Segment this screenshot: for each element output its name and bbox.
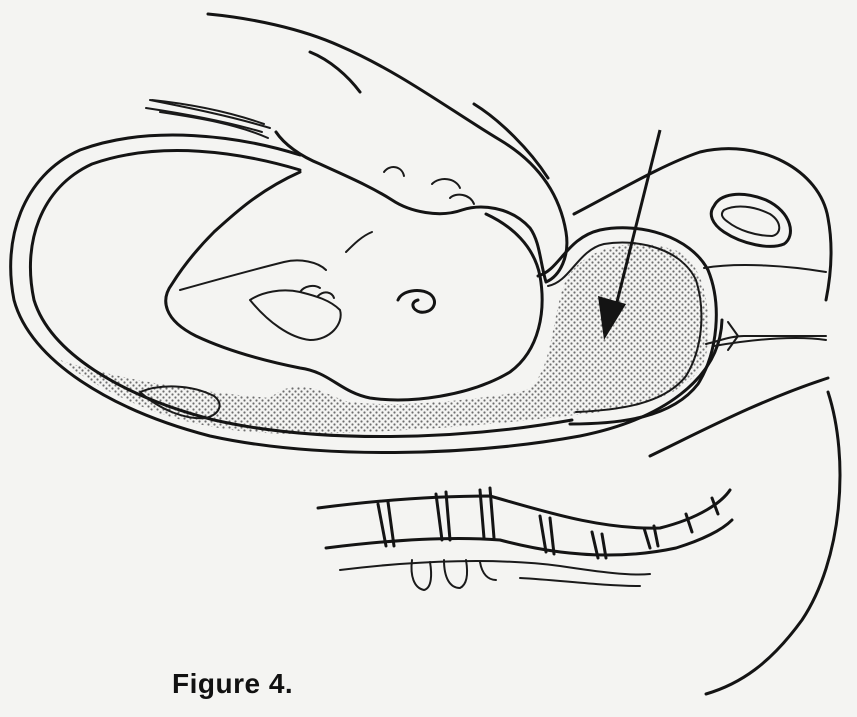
fetus-hand: [250, 290, 341, 340]
spine-bottom-line: [340, 561, 650, 574]
pubic-bone: [711, 194, 790, 246]
examiner-thumb: [310, 52, 548, 178]
spinous-processes: [412, 560, 497, 590]
pelvic-floor-line: [704, 265, 826, 346]
examiner-knuckle: [384, 167, 474, 204]
fetus-back: [346, 232, 372, 252]
figure-caption: Figure 4.: [172, 668, 293, 700]
examiner-hand: [208, 14, 567, 282]
perineum-curve: [706, 392, 840, 694]
fetus-ear: [398, 291, 435, 313]
vaginal-wall: [650, 378, 828, 456]
rectum-line: [520, 578, 640, 586]
ligament-strands: [146, 100, 264, 132]
fetus-arm: [180, 260, 326, 290]
pubic-bone-inner: [722, 207, 779, 236]
